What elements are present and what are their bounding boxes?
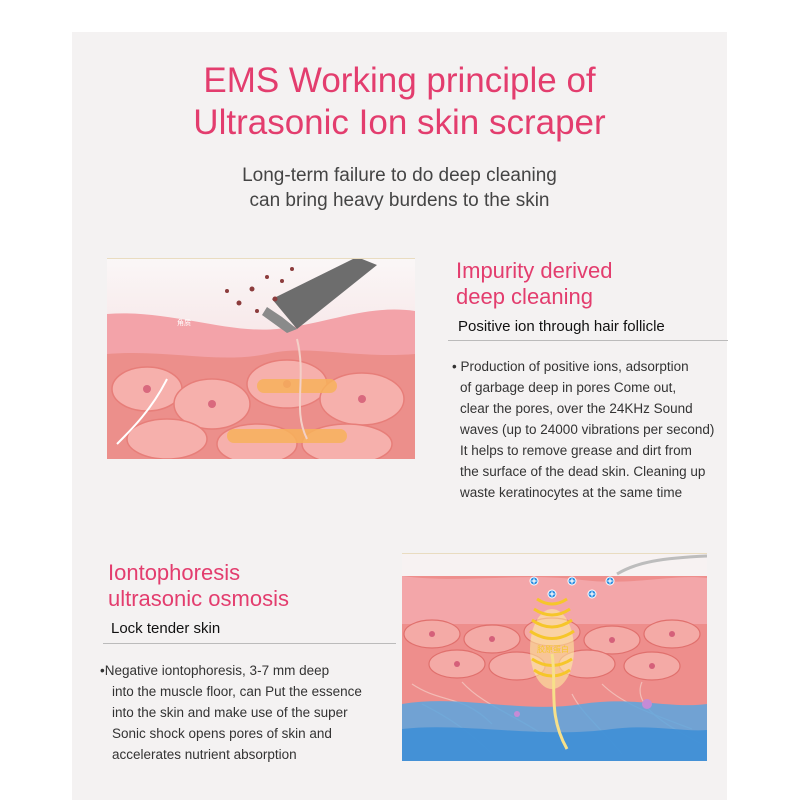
section2-body-line: Sonic shock opens pores of skin and (112, 726, 332, 741)
section1-body-line: of garbage deep in pores Come out, (460, 380, 677, 395)
section2-divider (103, 643, 396, 644)
section1-subheading: Positive ion through hair follicle (458, 318, 665, 335)
section2-body: •Negative iontophoresis, 3-7 mm deep int… (100, 660, 362, 765)
page-title: EMS Working principle of Ultrasonic Ion … (72, 60, 727, 144)
section1-body: • Production of positive ions, adsorptio… (452, 356, 714, 503)
section1-body-line: the surface of the dead skin. Cleaning u… (460, 464, 706, 479)
section2-body-line: into the muscle floor, can Put the essen… (112, 684, 362, 699)
section1-body-line: It helps to remove grease and dirt from (460, 443, 692, 458)
section1-body-line: clear the pores, over the 24KHz Sound (460, 401, 693, 416)
section1-heading-line2: deep cleaning (456, 284, 594, 309)
image-label-collagen: 胶原蛋白 (537, 644, 569, 654)
section1-body-line: • Production of positive ions, adsorptio… (452, 359, 689, 374)
ion-penetration-illustration: 胶原蛋白 (402, 553, 707, 761)
subtitle-line-2: can bring heavy burdens to the skin (249, 190, 550, 211)
section2-body-line: •Negative iontophoresis, 3-7 mm deep (100, 663, 330, 678)
section2-heading-line1: Iontophoresis (108, 560, 241, 585)
title-line-1: EMS Working principle of (203, 61, 596, 100)
page-subtitle: Long-term failure to do deep cleaning ca… (72, 163, 727, 213)
section1-heading-line1: Impurity derived (456, 258, 613, 283)
section1-body-line: waves (up to 24000 vibrations per second… (460, 422, 715, 437)
section1-heading: Impurity derived deep cleaning (456, 258, 613, 310)
section2-heading: Iontophoresis ultrasonic osmosis (108, 560, 289, 612)
section2-body-line: accelerates nutrient absorption (112, 747, 297, 762)
section1-divider (448, 340, 728, 341)
section1-body-line: waste keratinocytes at the same time (460, 485, 683, 500)
section2-heading-line2: ultrasonic osmosis (108, 586, 289, 611)
image-label-keratin: 角质 (177, 318, 191, 327)
title-line-2: Ultrasonic Ion skin scraper (193, 103, 606, 142)
section2-body-line: into the skin and make use of the super (112, 705, 348, 720)
section2-subheading: Lock tender skin (111, 620, 221, 637)
skin-cleaning-illustration: 角质 (107, 258, 415, 459)
subtitle-line-1: Long-term failure to do deep cleaning (242, 165, 557, 186)
